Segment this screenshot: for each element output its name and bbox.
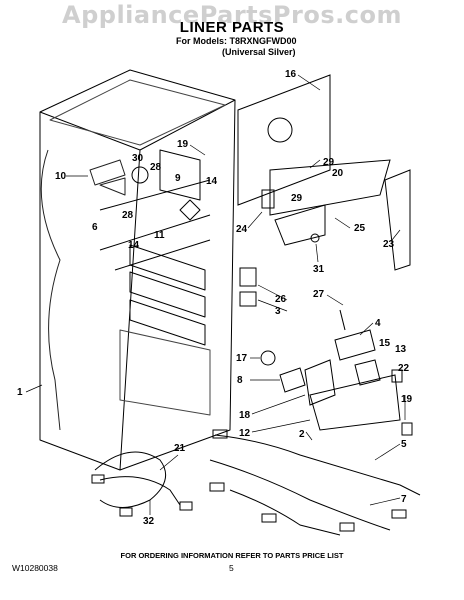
part-callouts: 16 19 30 28 29 10 9 20 14 29 6 28 24 25 …	[17, 69, 413, 527]
callout-29: 29	[291, 193, 303, 204]
callout-8: 8	[237, 375, 243, 386]
model-line: For Models: T8RXNGFWD00	[176, 36, 297, 46]
model-variant: (Universal Silver)	[222, 47, 296, 57]
callout-3: 3	[275, 306, 281, 317]
callout-19: 19	[177, 139, 189, 150]
diagram-title: LINER PARTS	[179, 19, 285, 36]
control-panel-drawing	[237, 74, 411, 271]
callout-2: 2	[299, 429, 305, 440]
callout-11: 11	[154, 230, 165, 241]
wire-harness-drawing	[91, 429, 421, 536]
leader-lines	[25, 74, 406, 515]
callout-24: 24	[236, 224, 248, 235]
callout-23: 23	[383, 239, 395, 250]
callout-29: 29	[323, 157, 335, 168]
watermark-text: AppliancePartsPros.com	[62, 1, 402, 29]
callout-14: 14	[206, 176, 218, 187]
callout-27: 27	[313, 289, 325, 300]
ordering-info-note: FOR ORDERING INFORMATION REFER TO PARTS …	[120, 551, 344, 560]
callout-26: 26	[275, 294, 287, 305]
callout-32: 32	[143, 516, 155, 527]
callout-18: 18	[239, 410, 251, 421]
callout-13: 13	[395, 344, 407, 355]
callout-6: 6	[92, 222, 98, 233]
page-number: 5	[229, 563, 234, 573]
callout-25: 25	[354, 223, 366, 234]
callout-21: 21	[174, 443, 186, 454]
callout-12: 12	[239, 428, 251, 439]
liner-cabinet-drawing	[39, 69, 236, 471]
callout-10: 10	[55, 171, 67, 182]
callout-5: 5	[401, 439, 407, 450]
document-number: W10280038	[12, 563, 58, 573]
callout-30: 30	[132, 153, 144, 164]
light-and-thermostat-drawing	[239, 267, 413, 436]
callout-19: 19	[401, 394, 413, 405]
callout-17: 17	[236, 353, 248, 364]
callout-28: 28	[150, 162, 162, 173]
callout-20: 20	[332, 168, 344, 179]
callout-9: 9	[175, 173, 181, 184]
callout-4: 4	[375, 318, 381, 329]
callout-28: 28	[122, 210, 134, 221]
callout-14: 14	[128, 240, 140, 251]
callout-16: 16	[285, 69, 297, 80]
callout-15: 15	[379, 338, 391, 349]
callout-22: 22	[398, 363, 410, 374]
callout-31: 31	[313, 264, 325, 275]
callout-7: 7	[401, 494, 407, 505]
callout-1: 1	[17, 387, 23, 398]
